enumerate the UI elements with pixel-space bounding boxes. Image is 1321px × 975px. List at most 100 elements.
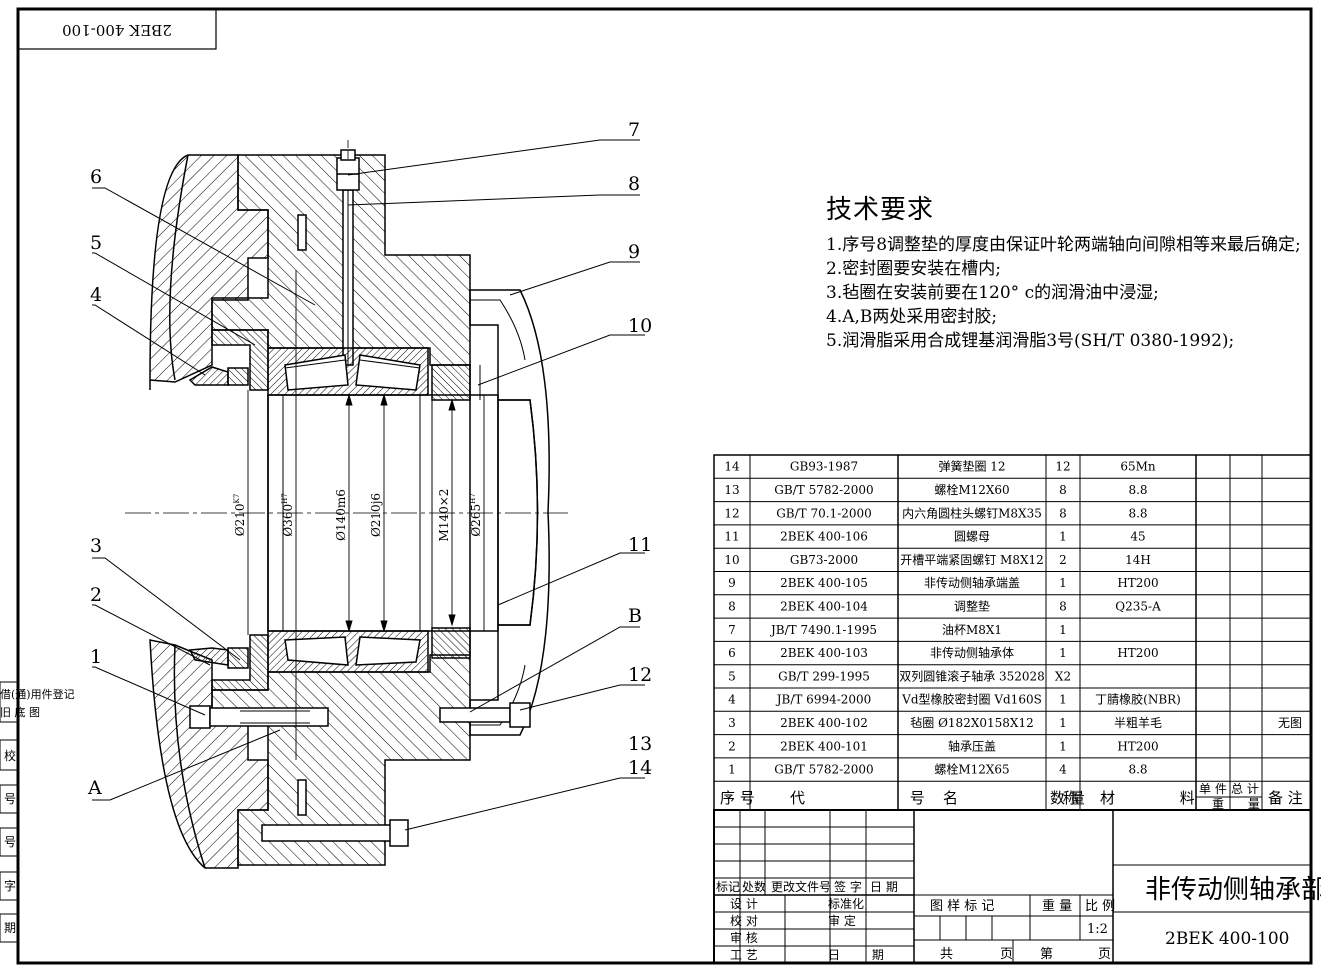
- tb-drawing-no: 2BEK 400-100: [1165, 929, 1289, 949]
- bom-cell-name: 螺栓M12X65: [934, 762, 1009, 777]
- side-label-1: 借(通)用件登记: [0, 687, 75, 701]
- bom-cell-code: 2BEK 400-104: [780, 599, 868, 613]
- rev-h-mark: 标记: [716, 880, 740, 894]
- tech-line-3: 3.毡圈在安装前要在120° c的润滑油中浸湿;: [826, 283, 1159, 303]
- side-strip: 借(通)用件登记 旧 底 图 校 号 号 字 期: [0, 681, 75, 943]
- tb-weight: 重 量: [1042, 898, 1072, 914]
- callout-9: 9: [628, 241, 640, 263]
- bom-h-note: 备 注: [1268, 789, 1303, 807]
- bom-cell-no: 13: [724, 483, 739, 497]
- bom-cell-mat: 65Mn: [1120, 460, 1156, 474]
- bom-cell-name: 油杯M8X1: [942, 623, 1002, 637]
- bom-cell-qty: 1: [1059, 623, 1067, 637]
- callout-12: 12: [628, 664, 652, 686]
- tb-total: 共: [940, 947, 953, 962]
- callout-4: 4: [90, 284, 102, 306]
- tb-check: 校 对: [730, 913, 758, 928]
- tb-scale: 1:2: [1087, 922, 1108, 937]
- callout-13: 13: [628, 733, 652, 755]
- dim-140m6: Ø140m6: [334, 489, 348, 541]
- bom-cell-qty: 1: [1059, 716, 1067, 730]
- bom-cell-no: 4: [728, 693, 736, 707]
- dimension-labels: Ø210K7 Ø360H7 Ø140m6 Ø210j6 M140×2 Ø265H…: [233, 489, 483, 542]
- bom-cell-no: 6: [728, 646, 736, 660]
- bom-cell-code: JB/T 7490.1-1995: [769, 623, 877, 637]
- bom-cell-code: GB93-1987: [790, 460, 858, 474]
- rev-h-date: 日 期: [870, 880, 898, 894]
- bom-cell-name: 毡圈 Ø182X0158X12: [910, 716, 1033, 730]
- impeller-casing-lower: [149, 639, 269, 869]
- title-block-text: 标记 处数 更改文件号 签 字 日 期 设 计 校 对 审 核 工 艺 标准化 …: [716, 875, 1321, 962]
- bom-cell-code: 2BEK 400-103: [780, 646, 868, 660]
- bom-cell-name: 调整垫: [954, 598, 990, 613]
- bom-cell-qty: 1: [1059, 646, 1067, 660]
- callout-3: 3: [90, 535, 102, 557]
- bom-cell-mat: 8.8: [1128, 506, 1147, 520]
- callout-11: 11: [628, 534, 652, 556]
- bom-cell-name: 圆螺母: [954, 530, 990, 544]
- bom-h-qty: 数 量: [1050, 789, 1085, 807]
- dim-360h7: Ø360H7: [281, 493, 295, 536]
- tb-date: 日 期: [828, 948, 898, 962]
- callout-1: 1: [90, 646, 102, 668]
- diameter-dimensions: [247, 270, 485, 760]
- bom-cell-name: Vd型橡胶密封圈 Vd160S: [901, 692, 1042, 707]
- bom-cell-name: 开槽平端紧固螺钉 M8X12: [900, 553, 1044, 567]
- impeller-casing: [149, 154, 269, 383]
- tb-drawing-name: 非传动侧轴承部件: [1145, 875, 1321, 905]
- bom-cell-mat: 丁腈橡胶(NBR): [1095, 692, 1181, 707]
- bom-header: 序 号 代 号 名 称 数 量 材 料 单 件 总 计 重 量 备 注: [720, 782, 1303, 811]
- bom-h-mat: 材 料: [1100, 789, 1225, 807]
- tb-design: 设 计: [730, 897, 758, 911]
- bom-cell-code: 2BEK 400-102: [780, 716, 868, 730]
- tech-title: 技术要求: [826, 195, 935, 225]
- tb-page2: 页: [1098, 947, 1111, 962]
- bom-cell-mat: 8.8: [1128, 763, 1147, 777]
- dim-210k7: Ø210K7: [233, 494, 247, 536]
- bom-cell-no: 2: [728, 739, 736, 753]
- tech-line-5: 5.润滑脂采用合成锂基润滑脂3号(SH/T 0380-1992);: [826, 331, 1235, 351]
- tb-process: 工 艺: [730, 948, 758, 962]
- screw-12: [439, 707, 511, 723]
- side-label-2: 旧 底 图: [0, 705, 40, 719]
- round-nut-lower: [431, 627, 471, 659]
- side-label-5: 号: [4, 835, 16, 849]
- title-block: [713, 809, 1312, 964]
- bom-cell-qty: 12: [1055, 460, 1070, 474]
- bom-cell-code: GB/T 5782-2000: [774, 763, 873, 777]
- callout-2: 2: [90, 584, 102, 606]
- rev-h-file: 更改文件号: [771, 879, 831, 894]
- bom-cell-mat: 14H: [1125, 553, 1151, 567]
- stamp-text: 2BEK 400-100: [62, 21, 172, 39]
- dim-m140x2: M140×2: [437, 489, 451, 542]
- bom-cell-no: 14: [724, 460, 740, 474]
- tech-line-1: 1.序号8调整垫的厚度由保证叶轮两端轴向间隙相等来最后确定;: [826, 235, 1301, 255]
- bom-cell-code: 2BEK 400-105: [780, 576, 868, 590]
- bom-cell-qty: 8: [1059, 506, 1067, 520]
- bom-cell-no: 12: [724, 506, 739, 520]
- bom-cell-qty: 4: [1059, 763, 1067, 777]
- bom-cell-qty: 1: [1059, 530, 1067, 544]
- bolt-13: [261, 824, 393, 842]
- bom-cell-no: 5: [728, 669, 736, 683]
- bom-table: [713, 454, 1312, 811]
- bom-cell-code: 2BEK 400-101: [780, 739, 868, 753]
- bom-cell-code: GB/T 299-1995: [778, 669, 870, 683]
- callout-labels: 7 8 6 5 4 9 10 3 2 1 11 B 12 A 13 14: [87, 119, 652, 799]
- callout-B: B: [628, 605, 642, 627]
- bom-cell-name: 内六角圆柱头螺钉M8X35: [902, 505, 1042, 520]
- dim-265h7: Ø265H7: [469, 493, 483, 536]
- bom-cell-name: 双列圆锥滚子轴承 352028: [899, 668, 1045, 683]
- side-label-4: 号: [4, 792, 16, 806]
- bom-cell-note: 无图: [1278, 716, 1302, 730]
- callout-6: 6: [90, 166, 102, 188]
- bom-cell-code: GB/T 5782-2000: [774, 483, 873, 497]
- round-nut-upper: [431, 364, 471, 401]
- tb-ratio: 比 例: [1085, 899, 1115, 914]
- leader-lines: [92, 139, 645, 831]
- bearing-assembly-section: [125, 140, 568, 869]
- tapered-roller-bearing-upper: [267, 347, 429, 396]
- side-label-7: 期: [4, 921, 16, 935]
